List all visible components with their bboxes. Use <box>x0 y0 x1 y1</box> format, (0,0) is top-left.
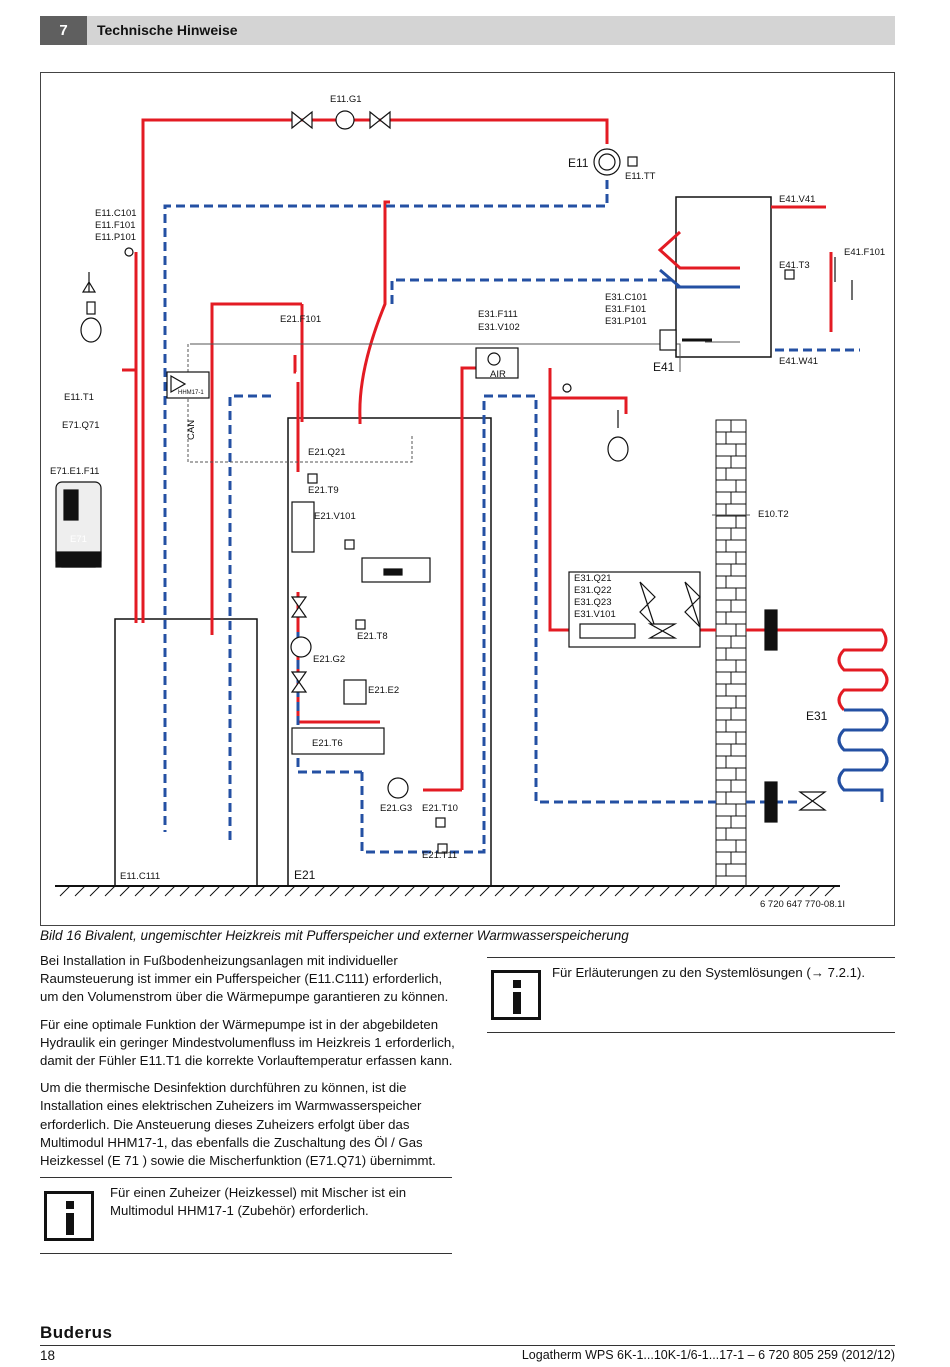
paragraph-1: Bei Installation in Fußbodenheizungsanla… <box>40 953 449 1005</box>
e71-boiler <box>55 481 102 568</box>
label-e31v101: E31.V101 <box>574 609 616 620</box>
label-e41v41: E41.V41 <box>779 194 815 205</box>
label-e11g1: E11.G1 <box>330 94 362 105</box>
label-can: CAN <box>186 420 197 440</box>
label-e21g2: E21.G2 <box>313 654 345 665</box>
label-e21t9: E21.T9 <box>308 485 339 496</box>
note-text-left: Für einen Zuheizer (Heizkessel) mit Misc… <box>110 1185 407 1219</box>
brand-logo: Buderus <box>40 1323 113 1342</box>
document-reference: Logatherm WPS 6K-1...10K-1/6-1...17-1 – … <box>521 1348 895 1362</box>
label-e71: E71 <box>70 534 87 545</box>
buffer-tank <box>114 618 258 887</box>
label-e31q21: E31.Q21 <box>574 573 612 584</box>
label-e41w41: E41.W41 <box>779 356 818 367</box>
label-e11c101: E11.C101 <box>95 208 137 219</box>
label-e21: E21 <box>294 868 316 882</box>
page-number: 18 <box>40 1348 56 1363</box>
label-figno: 6 720 647 770-08.1I <box>760 899 845 910</box>
label-e21t6: E21.T6 <box>312 738 343 749</box>
label-e41t3: E41.T3 <box>779 260 810 271</box>
footer-divider <box>40 1345 895 1346</box>
expansion-vessel-left <box>80 247 134 343</box>
label-e21e2: E21.E2 <box>368 685 399 696</box>
label-air: AIR <box>490 369 506 380</box>
body-text: Bei Installation in Fußbodenheizungsanla… <box>40 952 455 1179</box>
label-e11tt: E11.TT <box>625 171 656 182</box>
note-box-left: Für einen Zuheizer (Heizkessel) mit Misc… <box>40 1177 452 1254</box>
chapter-number: 7 <box>40 16 87 45</box>
chapter-title: Technische Hinweise <box>97 22 238 38</box>
e21-components <box>290 473 448 854</box>
hydraulic-diagram: E11.G1 E11 E11.TT E11.C101 E11.F101 E11.… <box>50 94 889 910</box>
heat-pump-cabinet <box>287 417 492 887</box>
diagram-frame <box>40 72 895 926</box>
label-e11c111: E11.C111 <box>120 871 160 882</box>
label-e71e1f11: E71.E1.F11 <box>50 466 99 477</box>
paragraph-2: Für eine optimale Funktion der Wärmepump… <box>40 1016 455 1069</box>
label-e21t8: E21.T8 <box>357 631 388 642</box>
outside-wall <box>715 419 747 887</box>
label-e11t1: E11.T1 <box>64 392 94 403</box>
page-header: 7 Technische Hinweise <box>40 16 895 45</box>
label-e21t11: E21.T11 <box>422 850 457 861</box>
e31-components <box>475 347 827 823</box>
label-e11p101: E11.P101 <box>95 232 136 243</box>
dhw-cylinder <box>675 196 772 358</box>
note-box-right: Für Erläuterungen zu den Systemlösungen … <box>487 957 895 1033</box>
figure-caption: Bild 16 Bivalent, ungemischter Heizkreis… <box>40 928 629 943</box>
label-e31p101: E31.P101 <box>605 316 647 327</box>
expansion-vessel-right <box>562 383 629 462</box>
label-e11: E11 <box>568 156 589 170</box>
control-lines <box>187 341 750 516</box>
label-e21t10: E21.T10 <box>422 803 458 814</box>
controller-display <box>361 557 431 583</box>
label-e71q71: E71.Q71 <box>62 420 100 431</box>
label-e31: E31 <box>806 709 828 723</box>
label-e41: E41 <box>653 360 675 374</box>
label-e21f101: E21.F101 <box>280 314 321 325</box>
label-e11f101: E11.F101 <box>95 220 136 231</box>
e11-heat-pump-circle <box>593 148 638 176</box>
paragraph-3: Um die thermische Desinfektion durchführ… <box>40 1080 436 1169</box>
e11g1-pump-valves <box>291 110 391 130</box>
label-e21q21: E21.Q21 <box>308 447 346 458</box>
label-e31f111: E31.F111 <box>478 309 518 320</box>
label-e31f101: E31.F101 <box>605 304 646 315</box>
label-e41f101: E41.F101 <box>844 247 885 258</box>
label-e31c101: E31.C101 <box>605 292 647 303</box>
supply-lines <box>122 118 889 792</box>
label-e31v102: E31.V102 <box>478 322 520 333</box>
hhm17-module <box>166 371 210 399</box>
label-e10t2: E10.T2 <box>758 509 789 520</box>
info-icon <box>491 970 541 1020</box>
note-text-right: Für Erläuterungen zu den Systemlösungen … <box>552 965 866 980</box>
e41-components <box>659 257 853 351</box>
label-e31q22: E31.Q22 <box>574 585 612 596</box>
info-icon <box>44 1191 94 1241</box>
label-e21g3: E21.G3 <box>380 803 412 814</box>
label-e21v101: E21.V101 <box>314 511 356 522</box>
label-e31q23: E31.Q23 <box>574 597 612 608</box>
label-hhm: HHM17-1 <box>178 390 204 396</box>
